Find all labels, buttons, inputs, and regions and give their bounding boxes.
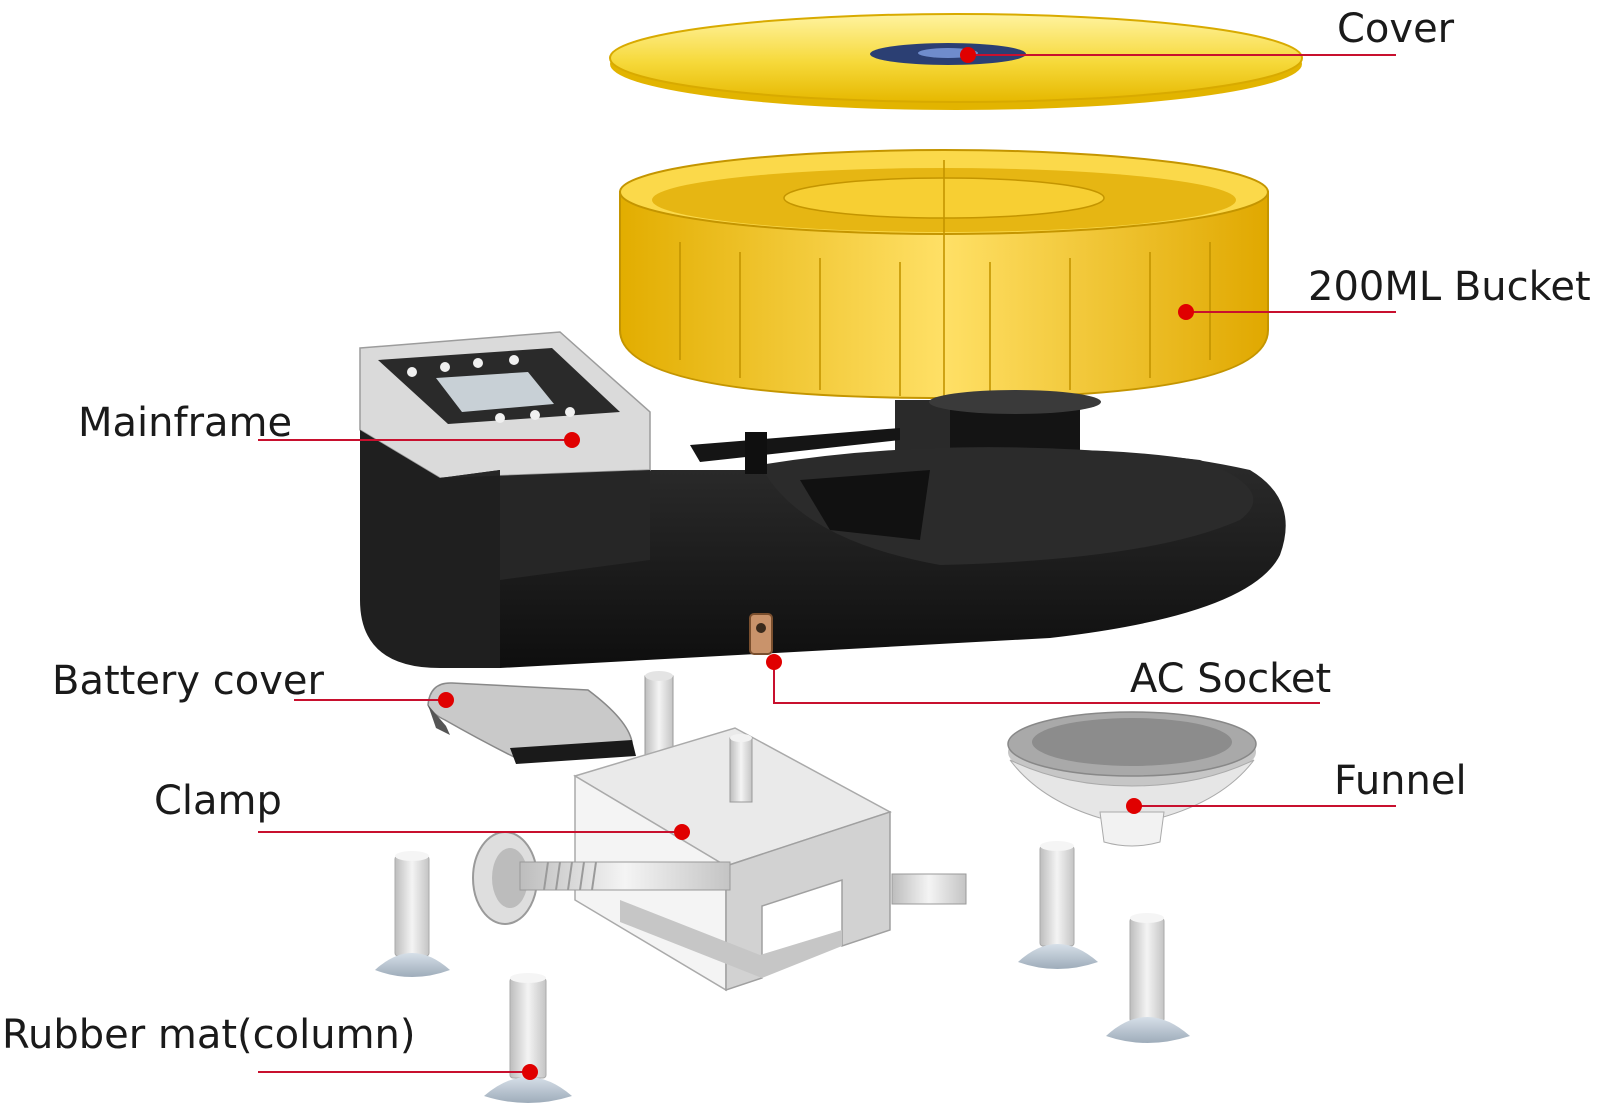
leader-lines xyxy=(258,54,1396,1073)
mainframe-part xyxy=(359,331,1286,668)
rubber-mat-column-4 xyxy=(484,973,572,1103)
label-mainframe: Mainframe xyxy=(78,400,292,446)
rubber-mat-column-3 xyxy=(1106,913,1190,1043)
label-bucket: 200ML Bucket xyxy=(1308,264,1591,310)
labels: Cover 200ML Bucket Mainframe Battery cov… xyxy=(2,6,1591,1058)
leader-line-ac-socket xyxy=(773,662,1320,704)
ac-socket-port xyxy=(749,613,773,655)
label-rubber-mat: Rubber mat(column) xyxy=(2,1012,416,1058)
rubber-mat-column-1 xyxy=(375,851,450,977)
marker-dot-clamp xyxy=(674,824,690,840)
bucket-part xyxy=(619,149,1269,400)
marker-dot-mainframe xyxy=(564,432,580,448)
funnel-part xyxy=(1007,711,1257,847)
label-clamp: Clamp xyxy=(154,778,282,824)
marker-dot-battery-cover xyxy=(438,692,454,708)
marker-dot-bucket xyxy=(1178,304,1194,320)
label-ac-socket: AC Socket xyxy=(1130,656,1331,702)
lcd-screen xyxy=(436,372,554,412)
rubber-mat-column-2 xyxy=(1018,841,1098,969)
marker-dot-ac-socket xyxy=(766,654,782,670)
marker-dot-rubber-mat xyxy=(522,1064,538,1080)
marker-dots xyxy=(438,47,1194,1080)
label-funnel: Funnel xyxy=(1334,758,1467,804)
label-battery-cover: Battery cover xyxy=(52,658,325,704)
clamp-part xyxy=(472,671,967,992)
marker-dot-funnel xyxy=(1126,798,1142,814)
marker-dot-cover xyxy=(960,47,976,63)
battery-cover-part xyxy=(427,682,636,764)
label-cover: Cover xyxy=(1337,6,1455,52)
cover-part xyxy=(609,13,1303,110)
